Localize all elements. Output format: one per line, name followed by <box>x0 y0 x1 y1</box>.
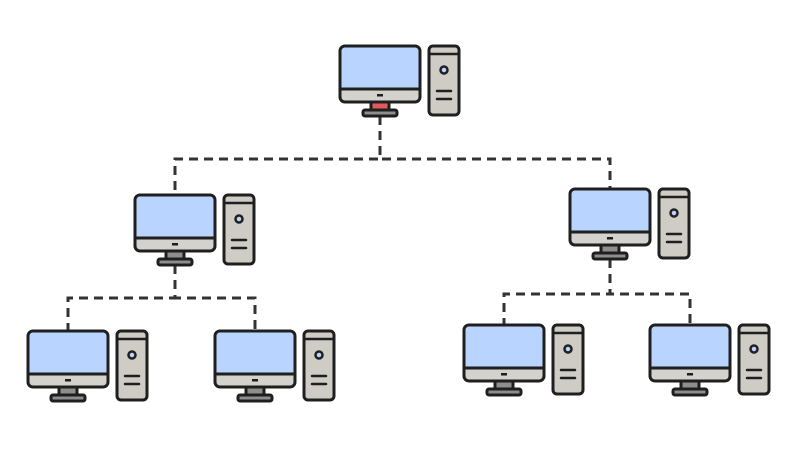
tower-icon <box>737 323 771 396</box>
tower-power-button <box>669 208 679 218</box>
computer-right-leaf-2 <box>648 323 771 397</box>
power-led <box>687 373 693 376</box>
tower-power-button <box>234 214 244 224</box>
tower-icon <box>302 329 336 402</box>
tower-power-button <box>749 344 759 354</box>
monitor-base <box>671 387 709 397</box>
monitor-base <box>156 257 194 267</box>
monitor-screen <box>216 332 294 374</box>
computer-right-hub <box>568 187 691 261</box>
power-led <box>172 243 178 246</box>
computer-root <box>338 44 461 118</box>
tower-icon <box>115 329 149 402</box>
monitor-icon <box>213 329 297 389</box>
tower-case <box>737 323 771 396</box>
monitor-icon <box>26 329 110 389</box>
monitor-base <box>49 393 87 403</box>
tower-power-button <box>127 350 137 360</box>
monitor-icon <box>462 323 546 383</box>
connector-left-hub-to-left-leaf-1 <box>66 265 177 331</box>
tower-case <box>115 329 149 402</box>
connectors-layer <box>66 116 692 331</box>
monitor-base <box>591 251 629 261</box>
tower-icon <box>551 323 585 396</box>
tower-case <box>222 193 256 266</box>
computer-right-leaf-1 <box>462 323 585 397</box>
power-led <box>607 237 613 240</box>
nodes-layer <box>26 44 771 403</box>
tower-case <box>551 323 585 396</box>
power-led <box>252 379 258 382</box>
computer-left-leaf-1 <box>26 329 149 403</box>
computer-left-leaf-2 <box>213 329 336 403</box>
monitor-screen <box>651 326 729 368</box>
monitor-screen <box>571 190 649 232</box>
monitor-screen <box>341 47 419 89</box>
connector-root-to-right-hub <box>378 116 612 189</box>
tower-case <box>427 44 461 117</box>
tower-power-button <box>563 344 573 354</box>
tower-case <box>657 187 691 260</box>
tower-icon <box>427 44 461 117</box>
monitor-icon <box>133 193 217 253</box>
tower-icon <box>657 187 691 260</box>
power-led <box>501 373 507 376</box>
monitor-base <box>236 393 274 403</box>
connector-left-hub-to-left-leaf-2 <box>173 265 257 331</box>
monitor-icon <box>338 44 422 104</box>
monitor-base <box>361 108 399 118</box>
computer-left-hub <box>133 193 256 267</box>
monitor-icon <box>648 323 732 383</box>
connector-right-hub-to-right-leaf-2 <box>608 259 692 325</box>
monitor-icon <box>568 187 652 247</box>
tower-icon <box>222 193 256 266</box>
tower-power-button <box>439 65 449 75</box>
monitor-base <box>485 387 523 397</box>
power-led <box>65 379 71 382</box>
power-led <box>377 94 383 97</box>
monitor-screen <box>465 326 543 368</box>
tower-power-button <box>314 350 324 360</box>
monitor-screen <box>136 196 214 238</box>
monitor-screen <box>29 332 107 374</box>
tower-case <box>302 329 336 402</box>
connector-right-hub-to-right-leaf-1 <box>502 259 612 325</box>
connector-root-to-left-hub <box>173 116 382 195</box>
